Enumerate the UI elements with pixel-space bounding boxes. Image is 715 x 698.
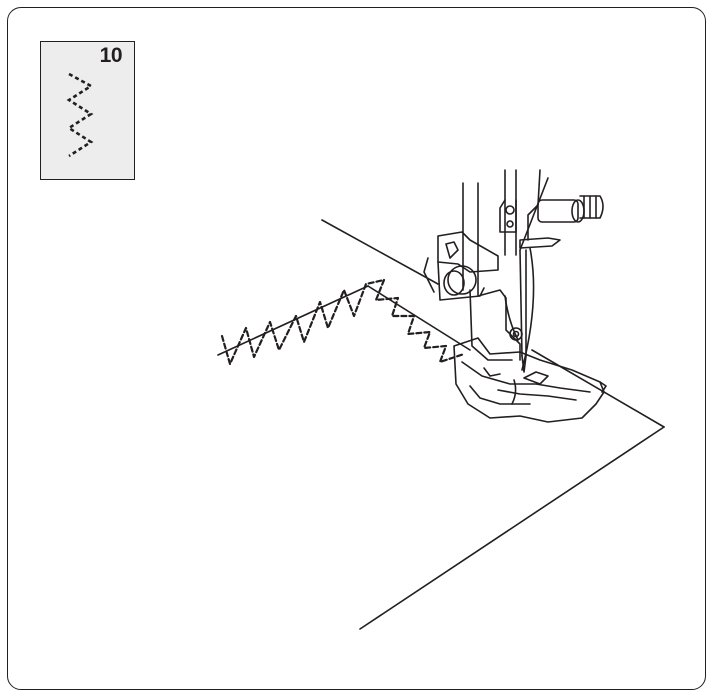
needle-and-thread [504, 247, 535, 405]
stitch-pattern-indicator: 10 [40, 41, 135, 180]
fabric-edge [321, 219, 665, 630]
presser-foot [453, 337, 607, 423]
stitch-pattern-number: 10 [99, 44, 123, 67]
seam-line [217, 285, 471, 356]
zigzag-stitches [220, 278, 466, 366]
needle-bar-assembly [462, 169, 549, 296]
presser-foot-holder [423, 231, 523, 361]
needle-clamp-screw [519, 195, 604, 249]
zigzag-stitch-icon [66, 72, 94, 158]
